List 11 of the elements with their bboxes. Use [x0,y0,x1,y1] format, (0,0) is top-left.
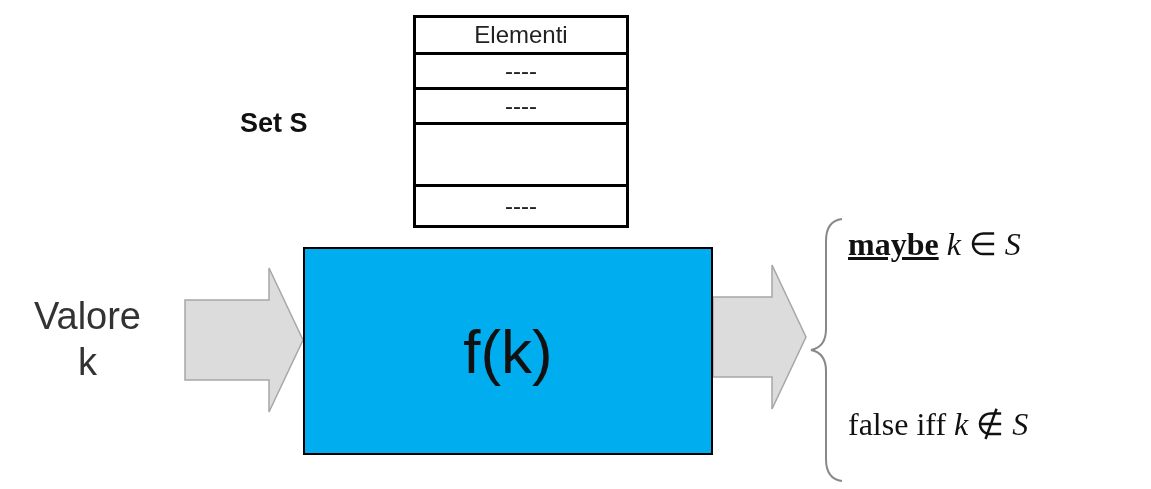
table-header: Elementi [474,21,568,49]
outcome-text: false iff k ∉ S [848,405,1029,443]
table-entry: ---- [505,57,537,85]
set-label: Set S [240,108,308,139]
table-entry: ---- [505,192,537,220]
function-box: f(k) [303,247,713,455]
block-arrow [184,267,304,413]
block-arrow [712,264,807,410]
table-entry: ---- [505,92,537,120]
input-label: Valore k [20,285,155,395]
outcome-text: maybe k ∈ S [848,225,1021,263]
